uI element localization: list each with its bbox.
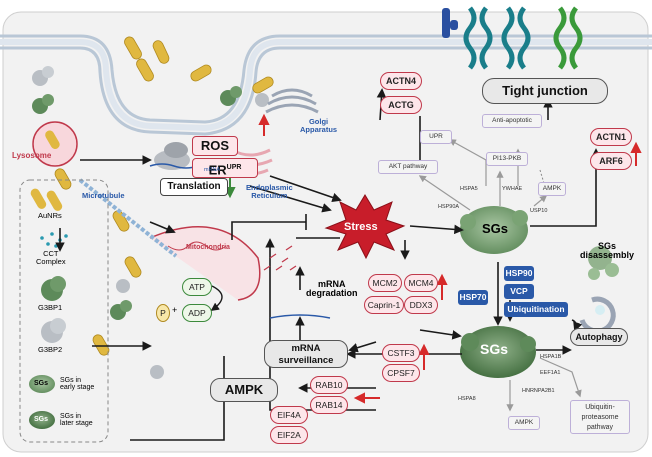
lysosome [32, 121, 78, 167]
legend-cct-label: CCT Complex [36, 249, 66, 266]
sgs-top-label: SGs [482, 221, 509, 236]
hspa1b-label: HSPA1B [540, 354, 562, 360]
pi3-pkb-box: PI13-PKB [486, 152, 528, 166]
mcm2-pill: MCM2 [368, 274, 402, 292]
actn4-pill: ACTN4 [380, 72, 422, 90]
er-upr-label: ER [208, 162, 227, 178]
microtubule-label: Microtubule [82, 191, 125, 200]
golgi-label: Golgi Apparatus [300, 117, 338, 134]
ros-box: ROS [192, 136, 238, 156]
er-upr-box: ERUPR [192, 158, 258, 178]
autophagy-box: Autophagy [570, 328, 628, 346]
er-upr-sup: UPR [226, 164, 242, 171]
legend-sgs-early-text: SGs in early stage [60, 377, 95, 392]
golgi-apparatus-icon [265, 88, 319, 114]
eef1a1-label: EEF1A1 [540, 370, 561, 376]
sgs-bottom-label: SGs [480, 341, 509, 357]
cpsf7-pill: CPSF7 [382, 364, 420, 382]
mrna-surveillance-box: mRNA surveillance [264, 340, 348, 368]
cstf3-pill: CSTF3 [382, 344, 420, 362]
microtubule-icon [78, 178, 178, 258]
ampk-top-box: AMPK [538, 182, 566, 196]
stress-star-icon [324, 194, 406, 260]
aunr-rods-icon [54, 36, 274, 356]
legend-box [19, 179, 109, 443]
rab10-pill: RAB10 [310, 376, 348, 394]
mrna-strand-icon [269, 314, 331, 319]
legend-g3bp2-label: G3BP2 [38, 345, 63, 354]
hspa8-label: HSPA8 [458, 396, 476, 402]
legend-aunrs-label: AuNRs [38, 211, 62, 220]
actg-pill: ACTG [380, 96, 422, 114]
legend-sgs-late-icon-label: SGs [34, 416, 49, 423]
stress-label: Stress [344, 221, 378, 233]
tight-junction-proteins-icon [442, 6, 583, 70]
legend-g3bp1-label: G3BP1 [38, 303, 63, 312]
red-left-arrows [353, 392, 380, 404]
vcp-box: VCP [504, 284, 534, 299]
lysosome-label: Lysosome [12, 151, 52, 160]
legend-sgs-late-text: SGs in later stage [60, 413, 93, 428]
ampk-bottom-box: AMPK [508, 416, 540, 430]
mitochondria-icon [149, 226, 261, 301]
sgs-top-granule [460, 206, 528, 254]
hsp90-box: HSP90 [504, 266, 534, 281]
actn1-pill: ACTN1 [590, 128, 632, 146]
mrna-fragments-icon [263, 245, 297, 271]
green-down-arrow [224, 176, 236, 199]
eif4a-pill: EIF4A [270, 406, 308, 424]
mrna-label: mRNA [204, 167, 221, 173]
ywhae-label: YWHAE [502, 186, 523, 192]
hsp70-box: HSP70 [458, 290, 488, 305]
ddx3-pill: DDX3 [404, 296, 438, 314]
mitochondria-label: Mitochondria [186, 244, 230, 251]
translation-box: Translation [160, 178, 228, 196]
cell-membrane [0, 34, 652, 136]
atp-cycle-icon [210, 285, 223, 311]
hspa5-label: HSPA5 [460, 186, 478, 192]
rab14-pill: RAB14 [310, 396, 348, 414]
phosphate-pill: P [156, 304, 170, 322]
hnrnpa2b1-label: HNRNPA2B1 [522, 388, 555, 394]
sgs-bottom-granule [460, 326, 536, 378]
mrna-degradation-label: mRNA degradation [306, 279, 358, 299]
hsp90a-label: HSP90A [438, 204, 460, 210]
sgs-disassembly-label: SGs disassembly [580, 241, 635, 261]
akt-pathway-box: AKT pathway [378, 160, 438, 174]
atp-pill: ATP [182, 278, 212, 296]
caprin1-pill: Caprin-1 [364, 296, 404, 314]
adp-pill: ADP [182, 304, 212, 322]
eif2a-pill: EIF2A [270, 426, 308, 444]
ampk-box: AMPK [210, 378, 278, 402]
protein-cluster-icons [32, 66, 269, 379]
mcm4-pill: MCM4 [404, 274, 438, 292]
ubiquitin-proteasome-box: Ubiquitin- proteasome pathway [570, 400, 630, 434]
translation-label: Translation [167, 181, 221, 192]
arf6-pill: ARF6 [590, 152, 632, 170]
plus-sign: + [172, 305, 178, 315]
legend-icons [29, 188, 68, 429]
ros-label: ROS [200, 138, 230, 153]
tight-junction-box: Tight junction [482, 78, 608, 104]
upr-box: UPR [420, 130, 452, 144]
legend-sgs-early-icon-label: SGs [34, 380, 49, 387]
ribosome-icon [149, 142, 199, 170]
anti-apoptotic-box: Anti-apoptotic [482, 114, 542, 128]
red-up-arrows [258, 113, 642, 370]
er-label: Endoplasmic Reticulum [246, 183, 293, 200]
usp10-label: USP10 [530, 208, 548, 214]
ubiquitination-box: Ubiquitination [504, 302, 568, 317]
sgs-disassembly-icon [588, 246, 619, 280]
